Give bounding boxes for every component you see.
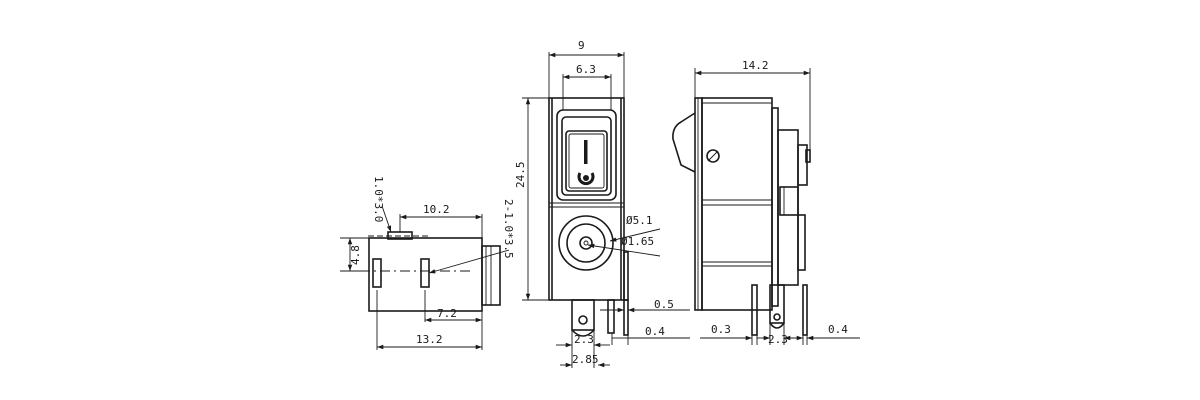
dim-dia-outer: Ø5.1 [626, 214, 653, 227]
footprint-slots [372, 231, 430, 288]
dim-front-width-outer: 9 [578, 39, 585, 52]
dim-front-width-inner: 6.3 [576, 63, 596, 76]
dim-dia-inner: Ø1.65 [621, 235, 654, 248]
pcb-footprint-view: 10.2 4.8 7.2 13.2 1.0*3.0 2-1.0*3.5 [340, 176, 515, 350]
dim-side-pin-thick-right: 0.4 [828, 323, 848, 336]
side-dimension-lines [695, 70, 860, 341]
dim-side-depth: 14.2 [742, 59, 769, 72]
dim-side-pin-pitch: 2.3 [768, 333, 788, 346]
side-view: 14.2 0.3 2.3 0.4 [672, 59, 860, 346]
footprint-dimension-lines [347, 205, 510, 350]
side-pins [751, 284, 808, 336]
footprint-extension-lines [340, 214, 483, 350]
side-extension-lines [694, 68, 811, 345]
dim-pin-thick: 0.4 [645, 325, 665, 338]
front-extension-lines [522, 52, 629, 368]
footprint-outline [368, 237, 501, 312]
power-on-off-symbol-icon [577, 140, 595, 186]
side-flange [694, 97, 703, 311]
dim-width-top: 10.2 [423, 203, 450, 216]
side-body [701, 97, 779, 311]
front-view: 9 6.3 24.5 Ø5.1 Ø1.65 2.3 2.85 0.5 0.4 [514, 39, 690, 368]
dim-slot-small: 1.0*3.0 [372, 176, 385, 222]
side-rear-bracket [777, 129, 811, 286]
dim-total: 13.2 [416, 333, 443, 346]
dc-jack [558, 215, 614, 271]
dim-front-height: 24.5 [514, 162, 527, 189]
dim-height: 4.8 [349, 245, 362, 265]
front-pins [571, 299, 629, 337]
dim-side-pin-thick-left: 0.3 [711, 323, 731, 336]
side-screw [706, 149, 720, 163]
rocker-switch [556, 109, 617, 201]
front-dimension-lines [525, 52, 690, 368]
dim-side-gap: 0.5 [654, 298, 674, 311]
dim-pin-pitch: 2.3 [574, 333, 594, 346]
dim-pin-width: 2.85 [572, 353, 599, 366]
dim-inner: 7.2 [437, 307, 457, 320]
side-rocker-cap [672, 112, 696, 173]
dim-slot-long: 2-1.0*3.5 [502, 199, 515, 259]
